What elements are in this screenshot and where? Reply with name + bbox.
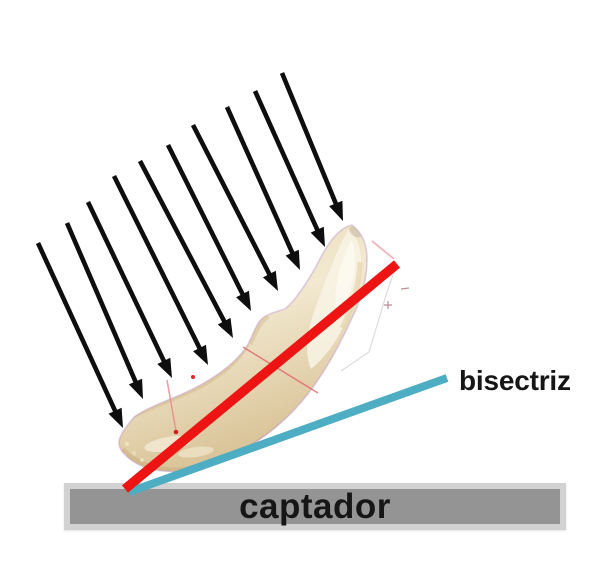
tooth-tip-shade [349, 226, 361, 238]
xray-arrow-shaft [111, 174, 204, 354]
red-measure-dot [173, 429, 179, 435]
xray-arrow-shaft [85, 201, 169, 367]
xray-arrow-shaft [165, 143, 247, 300]
xray-arrow-shaft [35, 242, 120, 417]
faint-measure-quad [340, 265, 397, 372]
receptor-bar-inner: captador [70, 489, 560, 524]
minus-mark [400, 287, 410, 290]
xray-arrowhead [217, 317, 233, 338]
xray-arrowhead [128, 378, 143, 399]
xray-arrow-shaft [224, 106, 297, 259]
tooth-axis-line-segment [121, 260, 401, 493]
tooth-upper-shade [129, 343, 250, 420]
xray-arrowhead [262, 270, 278, 291]
tooth-root-streak [144, 435, 192, 453]
receptor-bar: captador [64, 483, 566, 530]
xray-arrow-shaft [279, 72, 340, 209]
xray-arrowhead [157, 357, 172, 378]
xray-arrowhead [236, 290, 251, 311]
pink-crown-line [371, 240, 395, 260]
receptor-label: captador [239, 487, 391, 526]
xray-beam [35, 72, 343, 428]
tooth-axis-line [121, 260, 401, 493]
xray-arrow-shaft [252, 90, 322, 236]
tooth-cervical-shade [247, 314, 270, 345]
tooth-crown-highlight [307, 229, 362, 369]
pink-root-line [166, 379, 177, 432]
tooth-contour-outline [118, 224, 368, 473]
bisector-line-segment [127, 374, 449, 496]
tooth-body [118, 225, 368, 472]
overlay-dots [173, 375, 195, 435]
red-measure-dot [191, 375, 195, 379]
tooth-lower-shade [119, 334, 355, 472]
xray-arrow-shaft [190, 123, 274, 280]
xray-arrowhead [329, 200, 343, 221]
tooth-shading [119, 226, 363, 472]
tooth-root-streak [178, 446, 214, 458]
pink-cross-line [242, 346, 319, 394]
tooth-image [118, 224, 368, 473]
xray-arrowhead [285, 249, 300, 270]
tooth-root-speckle [123, 453, 127, 457]
xray-arrowhead [193, 344, 208, 365]
xray-arrowhead [310, 226, 325, 247]
bisector-label: bisectriz [459, 365, 571, 396]
tooth-root-speckle [125, 442, 129, 446]
tooth-root-speckle [140, 458, 144, 462]
xray-arrowhead [108, 407, 123, 428]
xray-arrow-shaft [64, 222, 140, 388]
bisector-line [127, 374, 449, 496]
measurement-artifacts [166, 240, 410, 432]
tooth-crown-edge-shade [339, 261, 363, 330]
tooth-root-speckle [131, 450, 137, 456]
xray-arrow-shaft [137, 159, 229, 327]
plus-mark [384, 301, 392, 309]
tooth-crown-streak [335, 240, 355, 318]
